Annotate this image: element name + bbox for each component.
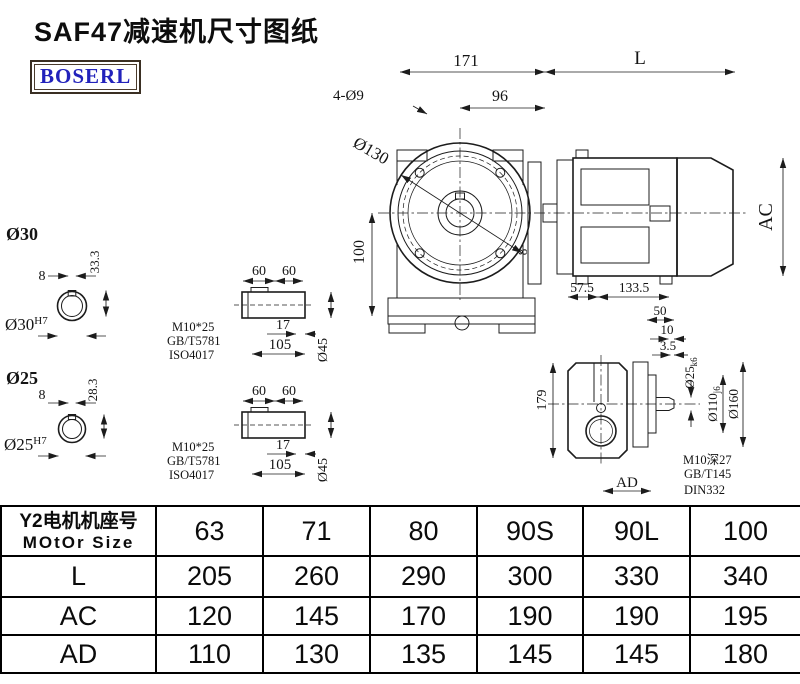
size-table: Y2电机机座号 MOtOr Size 63 71 80 90S 90L 100 …	[0, 505, 800, 674]
detail1-note2: GB/T5781	[167, 334, 220, 348]
shaft30-label: Ø30	[6, 224, 38, 244]
dim-171-label: 171	[453, 51, 479, 70]
header-en: MOtOr Size	[22, 532, 135, 552]
size-90L: 90L	[582, 505, 691, 557]
table-cell: 110	[155, 634, 264, 674]
bolt-holes-label: 4-Ø9	[333, 88, 364, 104]
detail2-total-len: 105	[269, 457, 292, 473]
side-note3: DIN332	[684, 483, 725, 497]
row-label-L: L	[0, 555, 157, 598]
table-cell: 135	[369, 634, 478, 674]
size-100: 100	[689, 505, 800, 557]
table-cell: 145	[582, 634, 691, 674]
detail1-note1: M10*25	[172, 320, 214, 334]
table-row-AC: AC 120 145 170 190 190 195	[0, 596, 800, 636]
table-cell: 130	[262, 634, 371, 674]
detail2-seg2: 60	[282, 384, 296, 399]
shaft30-fit: Ø30H7	[5, 315, 48, 334]
size-80: 80	[369, 505, 478, 557]
table-header-motor-size: Y2电机机座号 MOtOr Size	[0, 505, 157, 557]
technical-drawing: 171 L 96 4-Ø9 Ø130 100 8 AC Ø30 8 33.3 Ø…	[4, 48, 787, 497]
shaft-section-25	[38, 399, 108, 460]
shaft-section-30	[38, 272, 110, 340]
brand-logo-text: BOSERL	[40, 64, 132, 88]
table-cell: 340	[689, 555, 800, 598]
detail2-seg1: 60	[252, 384, 266, 399]
front-view-gearbox	[368, 68, 748, 334]
side-dia-160: Ø160	[726, 389, 741, 419]
dim-96-label: 96	[492, 88, 508, 105]
side-view	[548, 293, 747, 495]
table-cell: 180	[689, 634, 800, 674]
shaft25-key-width: 8	[39, 388, 46, 403]
row-label-AC: AC	[0, 596, 157, 636]
dim-AC-label: AC	[755, 203, 777, 231]
detail1-key-len: 17	[276, 318, 290, 333]
detail2-key-len: 17	[276, 438, 290, 453]
brand-logo: BOSERL	[30, 60, 142, 94]
detail1-diameter: Ø45	[316, 338, 331, 362]
side-dim-179: 179	[535, 390, 550, 411]
table-row-AD: AD 110 130 135 145 145 180	[0, 634, 800, 674]
shaft25-key-depth: 28.3	[85, 379, 100, 402]
table-cell: 190	[476, 596, 584, 636]
side-dim-AD: AD	[616, 475, 638, 491]
table-cell: 145	[476, 634, 584, 674]
shaft30-key-width: 8	[39, 269, 46, 284]
flange-thickness-label: 8	[515, 249, 530, 256]
side-dia-110: Ø110j6	[705, 386, 722, 422]
side-dim-57-5: 57.5	[570, 280, 594, 295]
size-63: 63	[155, 505, 264, 557]
table-cell: 145	[262, 596, 371, 636]
page-title: SAF47减速机尺寸图纸	[34, 17, 320, 47]
dim-L-label: L	[634, 48, 646, 69]
table-cell: 120	[155, 596, 264, 636]
detail1-seg1: 60	[252, 264, 266, 279]
size-90S: 90S	[476, 505, 584, 557]
table-cell: 195	[689, 596, 800, 636]
header-cn: Y2电机机座号	[19, 510, 138, 532]
shaft-detail-2	[234, 397, 335, 478]
detail2-note1: M10*25	[172, 440, 214, 454]
shaft25-label: Ø25	[6, 368, 38, 388]
table-cell: 260	[262, 555, 371, 598]
detail1-seg2: 60	[282, 264, 296, 279]
side-dim-133-5: 133.5	[619, 280, 650, 295]
shaft30-key-depth: 33.3	[87, 251, 102, 274]
side-note1: M10深27	[683, 453, 732, 467]
front-view-motor	[527, 149, 787, 285]
flange-diameter-label: Ø130	[350, 133, 392, 168]
side-dia-25: Ø25k6	[682, 357, 699, 389]
detail1-note3: ISO4017	[169, 348, 214, 362]
row-label-AD: AD	[0, 634, 157, 674]
dim-100-label: 100	[351, 240, 368, 264]
table-header-row: Y2电机机座号 MOtOr Size 63 71 80 90S 90L 100	[0, 505, 800, 557]
size-71: 71	[262, 505, 371, 557]
detail1-total-len: 105	[269, 337, 292, 353]
table-cell: 170	[369, 596, 478, 636]
side-dim-50: 50	[654, 303, 667, 318]
side-note2: GB/T145	[684, 467, 731, 481]
side-dim-10: 10	[661, 322, 674, 337]
side-dim-3-5: 3.5	[660, 338, 676, 353]
table-cell: 190	[582, 596, 691, 636]
shaft-detail-1	[234, 277, 335, 358]
table-cell: 300	[476, 555, 584, 598]
shaft25-fit: Ø25H7	[4, 435, 47, 454]
table-cell: 330	[582, 555, 691, 598]
detail2-diameter: Ø45	[316, 458, 331, 482]
table-cell: 290	[369, 555, 478, 598]
detail2-note3: ISO4017	[169, 468, 214, 482]
table-cell: 205	[155, 555, 264, 598]
detail2-note2: GB/T5781	[167, 454, 220, 468]
table-row-L: L 205 260 290 300 330 340	[0, 555, 800, 598]
